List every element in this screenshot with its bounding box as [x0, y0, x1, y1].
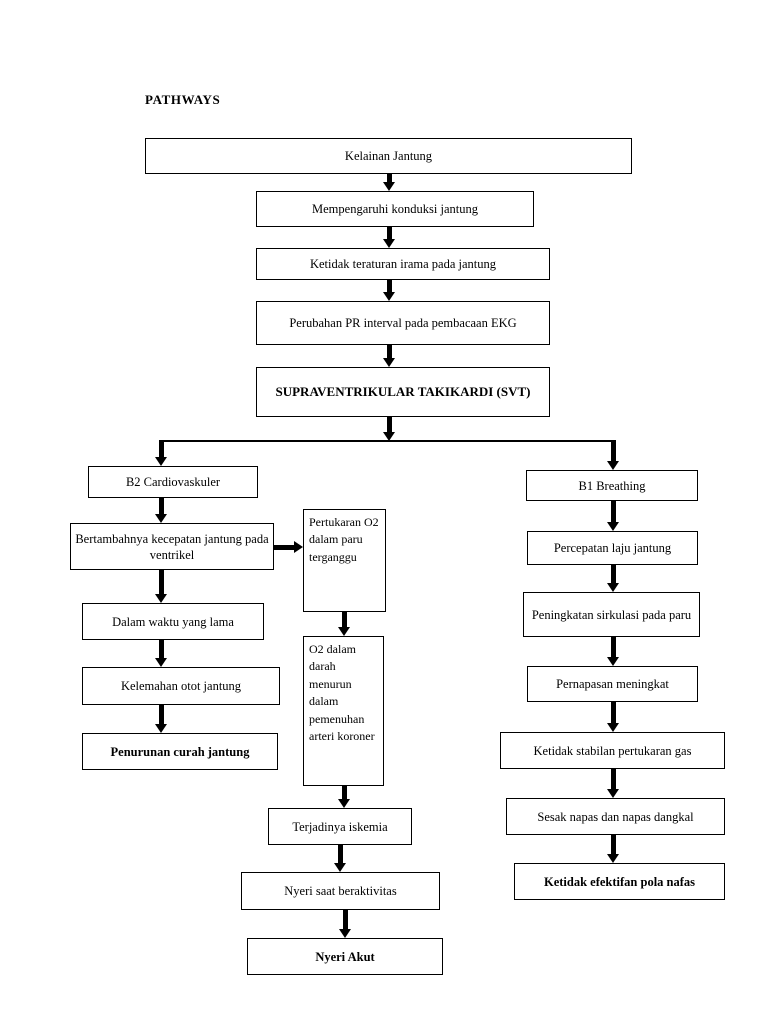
node-terjadinya-iskemia[interactable]: Terjadinya iskemia	[268, 808, 412, 845]
edge-iskemia-to-nyeriaktivitas	[333, 845, 347, 872]
edge-bertambahnya-to-pertukaran	[274, 540, 303, 554]
node-mempengaruhi-konduksi-jantung[interactable]: Mempengaruhi konduksi jantung	[256, 191, 534, 227]
edge-ketidakteraturan-to-perubahan	[382, 280, 396, 301]
edge-mempengaruhi-to-ketidakteraturan	[382, 227, 396, 248]
node-kelemahan-otot-jantung[interactable]: Kelemahan otot jantung	[82, 667, 280, 705]
node-b2-cardiovaskuler[interactable]: B2 Cardiovaskuler	[88, 466, 258, 498]
edge-perubahan-to-svt	[382, 345, 396, 367]
edge-pertukaran-to-o2darah	[337, 612, 351, 636]
node-bertambahnya-kecepatan-jantung[interactable]: Bertambahnya kecepatan jantung pada vent…	[70, 523, 274, 570]
node-dalam-waktu-yang-lama[interactable]: Dalam waktu yang lama	[82, 603, 264, 640]
edge-kelemahan-to-penurunan	[154, 705, 168, 733]
edge-percepatan-to-peningkatan	[606, 565, 620, 592]
edge-pernapasan-to-ketidakstabilan	[606, 702, 620, 732]
edge-nyeriaktivitas-to-nyeriakut	[338, 910, 352, 938]
node-percepatan-laju-jantung[interactable]: Percepatan laju jantung	[527, 531, 698, 565]
node-kelainan-jantung[interactable]: Kelainan Jantung	[145, 138, 632, 174]
node-penurunan-curah-jantung[interactable]: Penurunan curah jantung	[82, 733, 278, 770]
edge-svt-to-branch	[382, 417, 396, 441]
edge-b1-to-percepatan	[606, 501, 620, 531]
edge-kelainan-to-mempengaruhi	[382, 174, 396, 191]
node-ketidak-stabilan-pertukaran-gas[interactable]: Ketidak stabilan pertukaran gas	[500, 732, 725, 769]
node-nyeri-akut[interactable]: Nyeri Akut	[247, 938, 443, 975]
node-pertukaran-o2-paru[interactable]: Pertukaran O2 dalam paru terganggu	[303, 509, 386, 612]
edge-bertambahnya-to-dalamwaktu	[154, 570, 168, 603]
edge-o2darah-to-iskemia	[337, 786, 351, 808]
node-b1-breathing[interactable]: B1 Breathing	[526, 470, 698, 501]
node-peningkatan-sirkulasi-paru[interactable]: Peningkatan sirkulasi pada paru	[523, 592, 700, 637]
branch-rail	[160, 440, 615, 443]
node-ketidak-efektifan-pola-nafas[interactable]: Ketidak efektifan pola nafas	[514, 863, 725, 900]
page-title: PATHWAYS	[145, 92, 221, 107]
edge-branch-to-b1	[606, 440, 620, 470]
edge-dalamwaktu-to-kelemahan	[154, 640, 168, 667]
edge-branch-to-b2	[154, 440, 168, 466]
node-supraventrikular-takikardi[interactable]: SUPRAVENTRIKULAR TAKIKARDI (SVT)	[256, 367, 550, 417]
node-o2-dalam-darah-menurun[interactable]: O2 dalam darah menurun dalam pemenuhan a…	[303, 636, 384, 786]
node-sesak-napas-dangkal[interactable]: Sesak napas dan napas dangkal	[506, 798, 725, 835]
edge-ketidakstabilan-to-sesaknapas	[606, 769, 620, 798]
edge-sesaknapas-to-polanafas	[606, 835, 620, 863]
edge-b2-to-bertambahnya	[154, 498, 168, 523]
node-pernapasan-meningkat[interactable]: Pernapasan meningkat	[527, 666, 698, 702]
node-ketidak-teraturan-irama[interactable]: Ketidak teraturan irama pada jantung	[256, 248, 550, 280]
node-perubahan-pr-interval[interactable]: Perubahan PR interval pada pembacaan EKG	[256, 301, 550, 345]
node-nyeri-saat-beraktivitas[interactable]: Nyeri saat beraktivitas	[241, 872, 440, 910]
edge-peningkatan-to-pernapasan	[606, 637, 620, 666]
